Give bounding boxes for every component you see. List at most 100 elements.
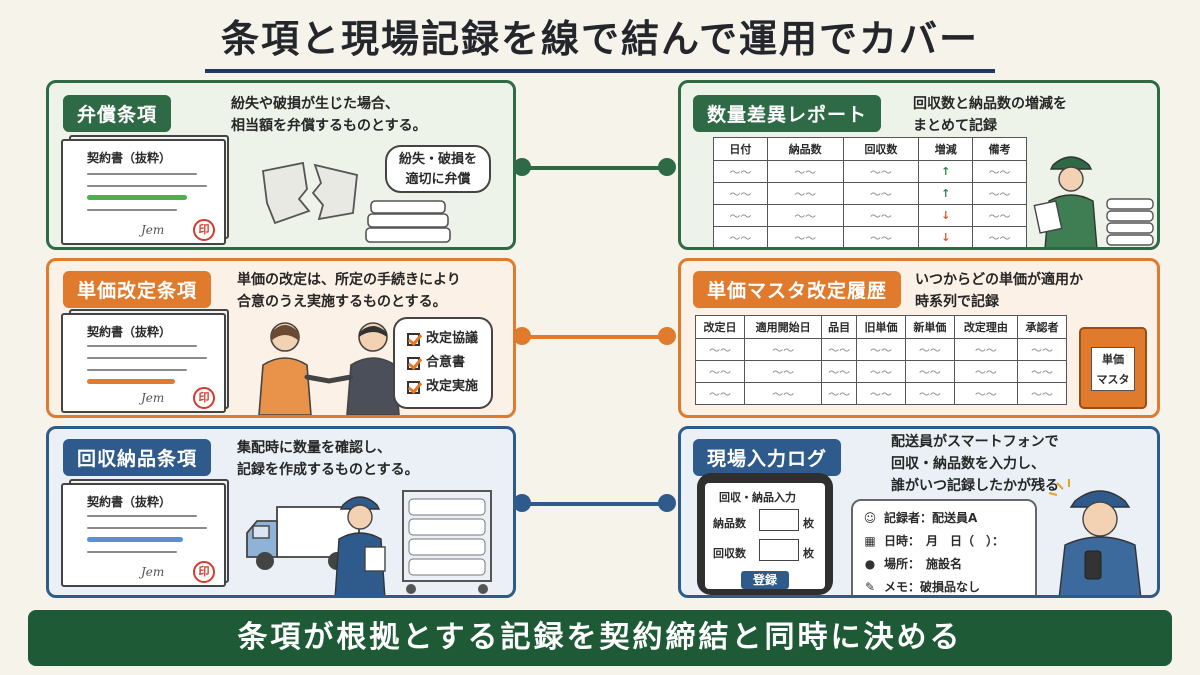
doc-title: 契約書（抜粋） — [87, 325, 172, 339]
table-row: 〜〜〜〜〜〜〜〜〜〜〜〜〜〜 — [695, 360, 1068, 383]
connector-dot-green-left — [513, 158, 531, 176]
connector-line-blue — [520, 502, 668, 506]
column-header: 改定日 — [695, 315, 745, 339]
delivered-count-input[interactable] — [759, 509, 799, 531]
table-row: 〜〜〜〜〜〜〜〜〜〜〜〜〜〜 — [695, 382, 1068, 405]
record-description: 配送員がスマートフォンで 回収・納品数を入力し、 誰がいつ記録したかが残る — [891, 434, 1059, 494]
record-tag: 数量差異レポート — [693, 95, 882, 132]
column-header: 回収数 — [842, 137, 920, 161]
phone-screen: 回収・納品入力 納品数 枚 回収数 枚 — [705, 483, 825, 589]
clause-description: 単価の改定は、所定の手続きにより 合意のうえ実施するものとする。 — [237, 272, 461, 310]
connector-line-orange — [520, 335, 668, 339]
info-row-recorder: ☺記録者：配送員A — [863, 507, 1025, 530]
doc-title: 契約書（抜粋） — [87, 151, 172, 165]
person-icon: ☺ — [863, 511, 877, 525]
torn-cloth-icon — [262, 161, 358, 225]
checklist-item: 合意書 — [407, 351, 479, 375]
collected-count-label: 回収数 — [713, 547, 746, 560]
collected-count-input[interactable] — [759, 539, 799, 561]
title-wrap: 条項と現場記録を線で結んで運用でカバー — [0, 8, 1200, 73]
highlight-mark — [87, 379, 175, 384]
column-header: 適用開始日 — [743, 315, 823, 339]
column-header: 新単価 — [904, 315, 955, 339]
seal-icon: 印 — [193, 387, 215, 409]
contract-document: 契約書（抜粋） Jem 印 — [61, 479, 236, 591]
column-header: 納品数 — [766, 137, 844, 161]
clause-tag: 単価改定条項 — [63, 271, 212, 308]
column-header: 品目 — [821, 315, 857, 339]
quantity-diff-table: 日付 納品数 回収数 増減 備考 〜〜〜〜〜〜↑〜〜 〜〜〜〜〜〜↑〜〜 〜〜〜… — [713, 137, 1027, 247]
page-title: 条項と現場記録を線で結んで運用でカバー — [204, 8, 996, 73]
table-header-row: 改定日 適用開始日 品目 旧単価 新単価 改定理由 承認者 — [695, 315, 1068, 339]
column-header: 増減 — [918, 137, 974, 161]
table-row: 〜〜〜〜〜〜↓〜〜 — [713, 204, 1027, 227]
checklist-item: 改定協議 — [407, 327, 479, 351]
column-header: 備考 — [972, 137, 1027, 161]
towel-stack-icon — [1106, 198, 1154, 246]
signature: Jem — [141, 565, 165, 579]
connector-dot-orange-right — [658, 327, 676, 345]
register-button[interactable]: 登録 — [741, 571, 789, 589]
record-panel-quantity-report: 数量差異レポート 回収数と納品数の増減を まとめて記録 日付 納品数 回収数 増… — [678, 80, 1160, 250]
price-history-table: 改定日 適用開始日 品目 旧単価 新単価 改定理由 承認者 〜〜〜〜〜〜〜〜〜〜… — [695, 315, 1068, 405]
worker-with-clipboard-icon — [1033, 156, 1098, 247]
clause-panel-compensation: 弁償条項 紛失や破損が生じた場合、 相当額を弁償するものとする。 契約書（抜粋）… — [46, 80, 516, 250]
clause-tag: 弁償条項 — [63, 95, 172, 132]
highlight-mark — [87, 537, 183, 542]
column-header: 旧単価 — [856, 315, 906, 339]
contract-document: 契約書（抜粋） Jem 印 — [61, 309, 236, 415]
speech-bubble: 紛失・破損を 適切に弁償 — [385, 145, 491, 193]
table-row: 〜〜〜〜〜〜↑〜〜 — [713, 182, 1027, 205]
table-row: 〜〜〜〜〜〜↑〜〜 — [713, 160, 1027, 183]
record-tag: 単価マスタ改定履歴 — [693, 271, 902, 308]
pin-icon: ● — [864, 557, 876, 571]
unit-label: 枚 — [803, 547, 814, 560]
smartphone: 回収・納品入力 納品数 枚 回収数 枚 登録 — [697, 473, 833, 595]
column-header: 日付 — [713, 137, 768, 161]
signature: Jem — [141, 391, 165, 405]
clause-description: 紛失や破損が生じた場合、 相当額を弁償するものとする。 — [231, 96, 427, 134]
connector-dot-blue-right — [658, 494, 676, 512]
memo-icon: ✎ — [864, 580, 876, 594]
footer-banner: 条項が根拠とする記録を契約締結と同時に決める — [28, 610, 1172, 666]
connector-dot-orange-left — [513, 327, 531, 345]
record-panel-field-input-log: 現場入力ログ 配送員がスマートフォンで 回収・納品数を入力し、 誰がいつ記録した… — [678, 426, 1160, 598]
table-row: 〜〜〜〜〜〜〜〜〜〜〜〜〜〜 — [695, 338, 1068, 361]
column-header: 改定理由 — [953, 315, 1018, 339]
clause-panel-collection-delivery: 回収納品条項 集配時に数量を確認し、 記録を作成するものとする。 契約書（抜粋）… — [46, 426, 516, 598]
checkbox-icon — [407, 356, 420, 370]
signature: Jem — [141, 223, 165, 237]
connector-dot-green-right — [658, 158, 676, 176]
worker-with-phone-icon — [1048, 479, 1142, 595]
checkbox-icon — [407, 380, 420, 394]
record-tag: 現場入力ログ — [693, 439, 842, 476]
record-description: 回収数と納品数の増減を まとめて記録 — [913, 96, 1067, 134]
seal-icon: 印 — [193, 561, 215, 583]
table-header-row: 日付 納品数 回収数 増減 備考 — [713, 137, 1027, 161]
calendar-icon: ▦ — [864, 534, 876, 548]
clause-tag: 回収納品条項 — [63, 439, 212, 476]
laundry-cart-icon — [402, 490, 492, 594]
info-row-datetime: ▦日時： 月 日（ ）： — [863, 530, 1025, 553]
seal-icon: 印 — [193, 219, 215, 241]
info-row-memo: ✎メモ：破損品なし — [863, 576, 1025, 595]
highlight-mark — [87, 195, 187, 200]
info-row-location: ●場所： 施設名 — [863, 553, 1025, 576]
clause-description: 集配時に数量を確認し、 記録を作成するものとする。 — [237, 440, 419, 478]
checklist-item: 改定実施 — [407, 375, 479, 399]
checkbox-icon — [407, 332, 420, 346]
delivery-worker-icon — [334, 496, 386, 595]
handshake-icon — [258, 322, 400, 415]
doc-title: 契約書（抜粋） — [87, 495, 172, 509]
connector-line-green — [520, 166, 668, 170]
up-arrow-icon: ↑ — [941, 187, 951, 200]
folded-towels-icon — [365, 200, 451, 243]
up-arrow-icon: ↑ — [941, 165, 951, 178]
down-arrow-icon: ↓ — [941, 231, 951, 244]
record-description: いつからどの単価が適用か 時系列で記録 — [915, 272, 1083, 310]
unit-label: 枚 — [803, 517, 814, 530]
binder-label: 単価 マスタ — [1091, 347, 1135, 391]
connector-dot-blue-left — [513, 494, 531, 512]
phone-header: 回収・納品入力 — [719, 491, 796, 504]
delivered-count-label: 納品数 — [713, 517, 746, 530]
